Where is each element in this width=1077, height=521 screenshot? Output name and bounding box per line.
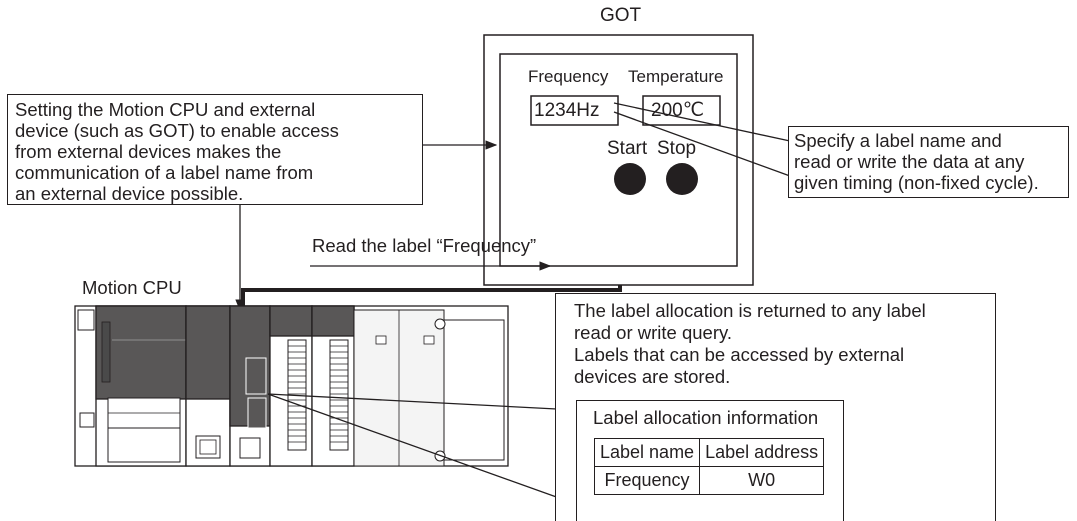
motion-cpu-drawing bbox=[74, 305, 509, 467]
callout-line: given timing (non-fixed cycle). bbox=[794, 172, 1039, 193]
callout-line: device (such as GOT) to enable access bbox=[15, 120, 339, 141]
callout-line: read or write query. bbox=[574, 322, 732, 343]
callout-line: an external device possible. bbox=[15, 183, 244, 204]
start-button-icon bbox=[614, 163, 646, 195]
table-row: Frequency W0 bbox=[593, 466, 825, 495]
stop-label: Stop bbox=[657, 138, 697, 159]
got-title: GOT bbox=[600, 5, 642, 26]
callout-line: Specify a label name and bbox=[794, 130, 1002, 151]
callout-line: communication of a label name from bbox=[15, 162, 314, 183]
header-label-address: Label address bbox=[699, 438, 825, 467]
cell-label-address: W0 bbox=[699, 466, 825, 495]
temperature-label: Temperature bbox=[628, 67, 724, 86]
callout-access-setting: Setting the Motion CPU and external devi… bbox=[7, 94, 423, 205]
table-header-row: Label name Label address bbox=[593, 438, 825, 467]
leader-line bbox=[613, 111, 791, 177]
callout-line: read or write the data at any bbox=[794, 151, 1025, 172]
header-label-name: Label name bbox=[593, 438, 701, 467]
allocation-title: Label allocation information bbox=[593, 407, 819, 428]
callout-specify-label: Specify a label name and read or write t… bbox=[788, 126, 1069, 198]
temperature-value-box bbox=[642, 95, 721, 126]
callout-label-allocation: The label allocation is returned to any … bbox=[555, 293, 996, 521]
temperature-value: 200℃ bbox=[651, 100, 705, 121]
start-label: Start bbox=[607, 138, 648, 159]
allocation-info-box: Label allocation information Label name … bbox=[576, 400, 844, 521]
frequency-label: Frequency bbox=[528, 67, 609, 86]
callout-line: devices are stored. bbox=[574, 366, 731, 387]
frequency-value-box bbox=[530, 95, 619, 126]
cell-label-name: Frequency bbox=[593, 466, 701, 495]
leader-line bbox=[267, 393, 577, 505]
motion-cpu-label: Motion CPU bbox=[82, 277, 182, 298]
callout-line: Labels that can be accessed by external bbox=[574, 344, 905, 365]
callout-line: Setting the Motion CPU and external bbox=[15, 99, 316, 120]
leader-line bbox=[613, 102, 791, 142]
callout-line: The label allocation is returned to any … bbox=[574, 300, 926, 321]
callout-line: from external devices makes the bbox=[15, 141, 282, 162]
leader-line bbox=[267, 393, 577, 411]
allocation-table: Label name Label address Frequency W0 bbox=[593, 438, 825, 495]
got-screen bbox=[499, 53, 738, 267]
stop-button-icon bbox=[666, 163, 698, 195]
frequency-value: 1234Hz bbox=[534, 100, 600, 121]
read-label-text: Read the label “Frequency” bbox=[312, 235, 537, 256]
